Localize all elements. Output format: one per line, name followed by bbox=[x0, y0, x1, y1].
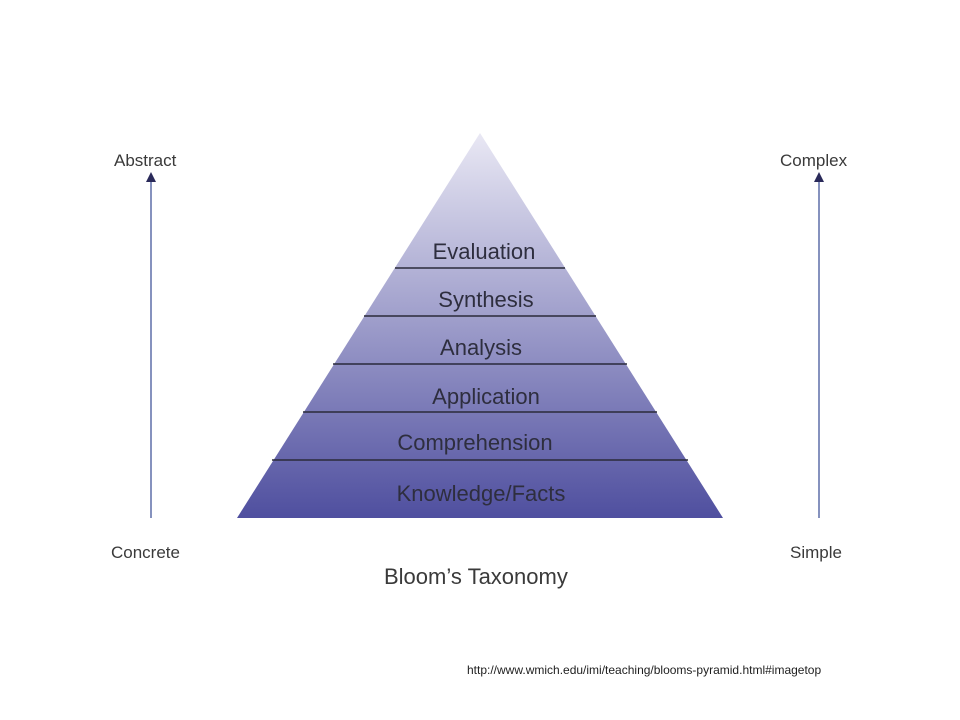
pyramid bbox=[237, 133, 723, 518]
right-axis-top-label: Complex bbox=[780, 151, 848, 170]
left-axis-arrowhead-icon bbox=[146, 172, 156, 182]
tier-dividers bbox=[272, 267, 688, 461]
tier-label-analysis: Analysis bbox=[440, 335, 522, 360]
left-axis-bottom-label: Concrete bbox=[111, 543, 180, 562]
left-axis-top-label: Abstract bbox=[114, 151, 177, 170]
right-axis-arrowhead-icon bbox=[814, 172, 824, 182]
tier-label-application: Application bbox=[432, 384, 540, 409]
source-url: http://www.wmich.edu/imi/teaching/blooms… bbox=[467, 663, 822, 677]
tier-label-synthesis: Synthesis bbox=[438, 287, 534, 312]
right-axis-bottom-label: Simple bbox=[790, 543, 842, 562]
tier-label-knowledge-facts: Knowledge/Facts bbox=[396, 481, 566, 506]
diagram-title: Bloom’s Taxonomy bbox=[384, 564, 568, 589]
tier-label-evaluation: Evaluation bbox=[432, 239, 536, 264]
tier-label-comprehension: Comprehension bbox=[397, 430, 553, 455]
